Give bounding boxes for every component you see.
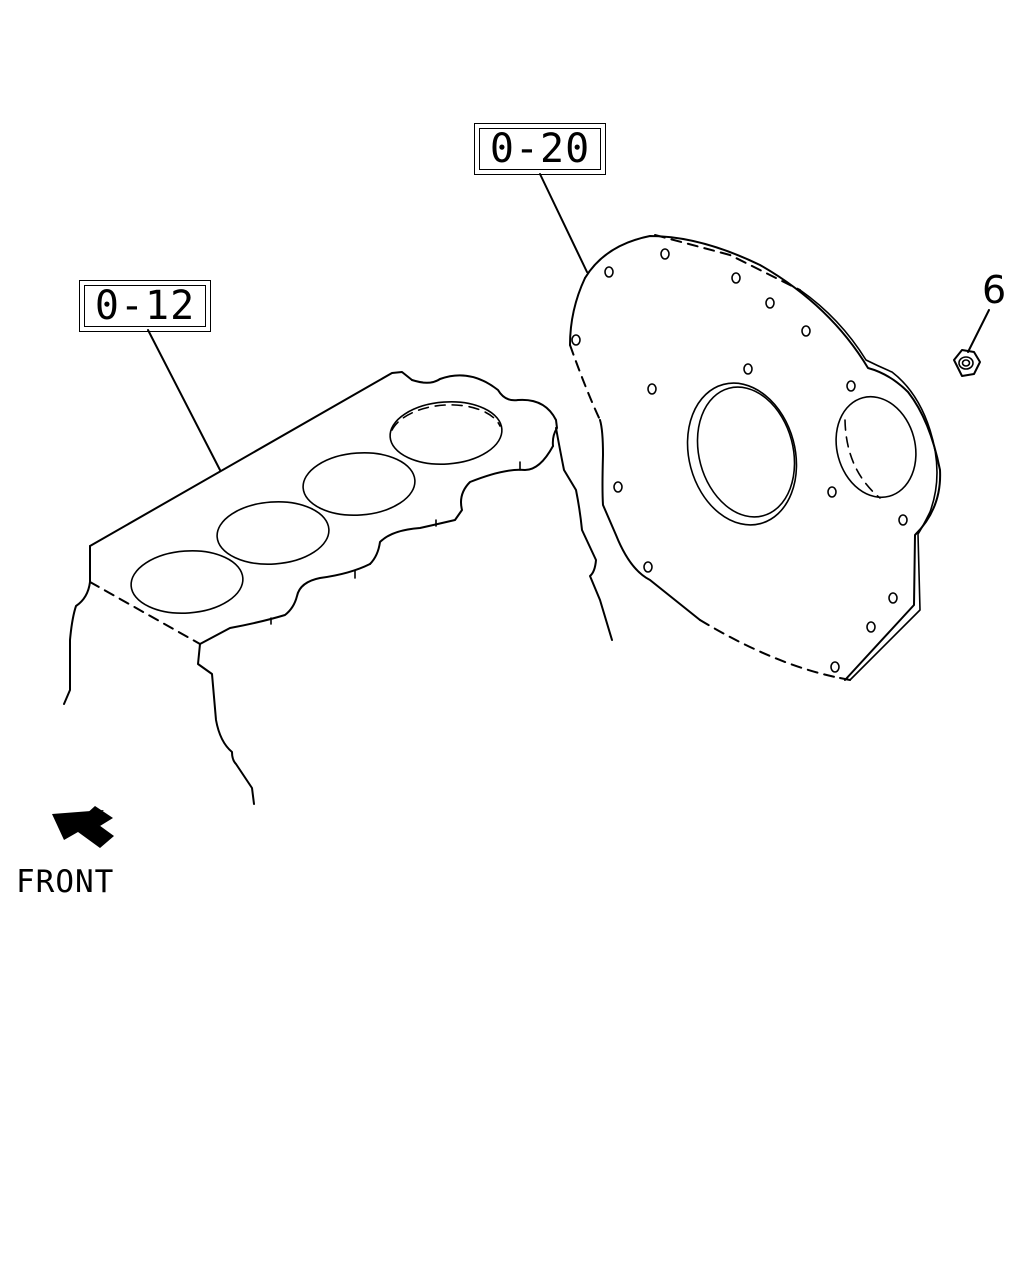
part-number-label: 6 (982, 268, 1007, 312)
front-arrow-icon (52, 806, 114, 848)
callout-0-12-label: 0-12 (84, 283, 206, 329)
leader-line-0-20 (539, 173, 588, 273)
front-direction-label: FRONT (16, 864, 115, 900)
callout-0-20-label: 0-20 (479, 126, 601, 172)
rear-end-plate (569, 234, 942, 681)
leader-line-6 (967, 309, 990, 353)
cylinder-block-gasket (63, 371, 613, 805)
hex-nut (953, 349, 981, 377)
callout-0-20: 0-20 (474, 123, 606, 175)
leader-line-0-12 (147, 329, 221, 471)
callout-0-12: 0-12 (79, 280, 211, 332)
